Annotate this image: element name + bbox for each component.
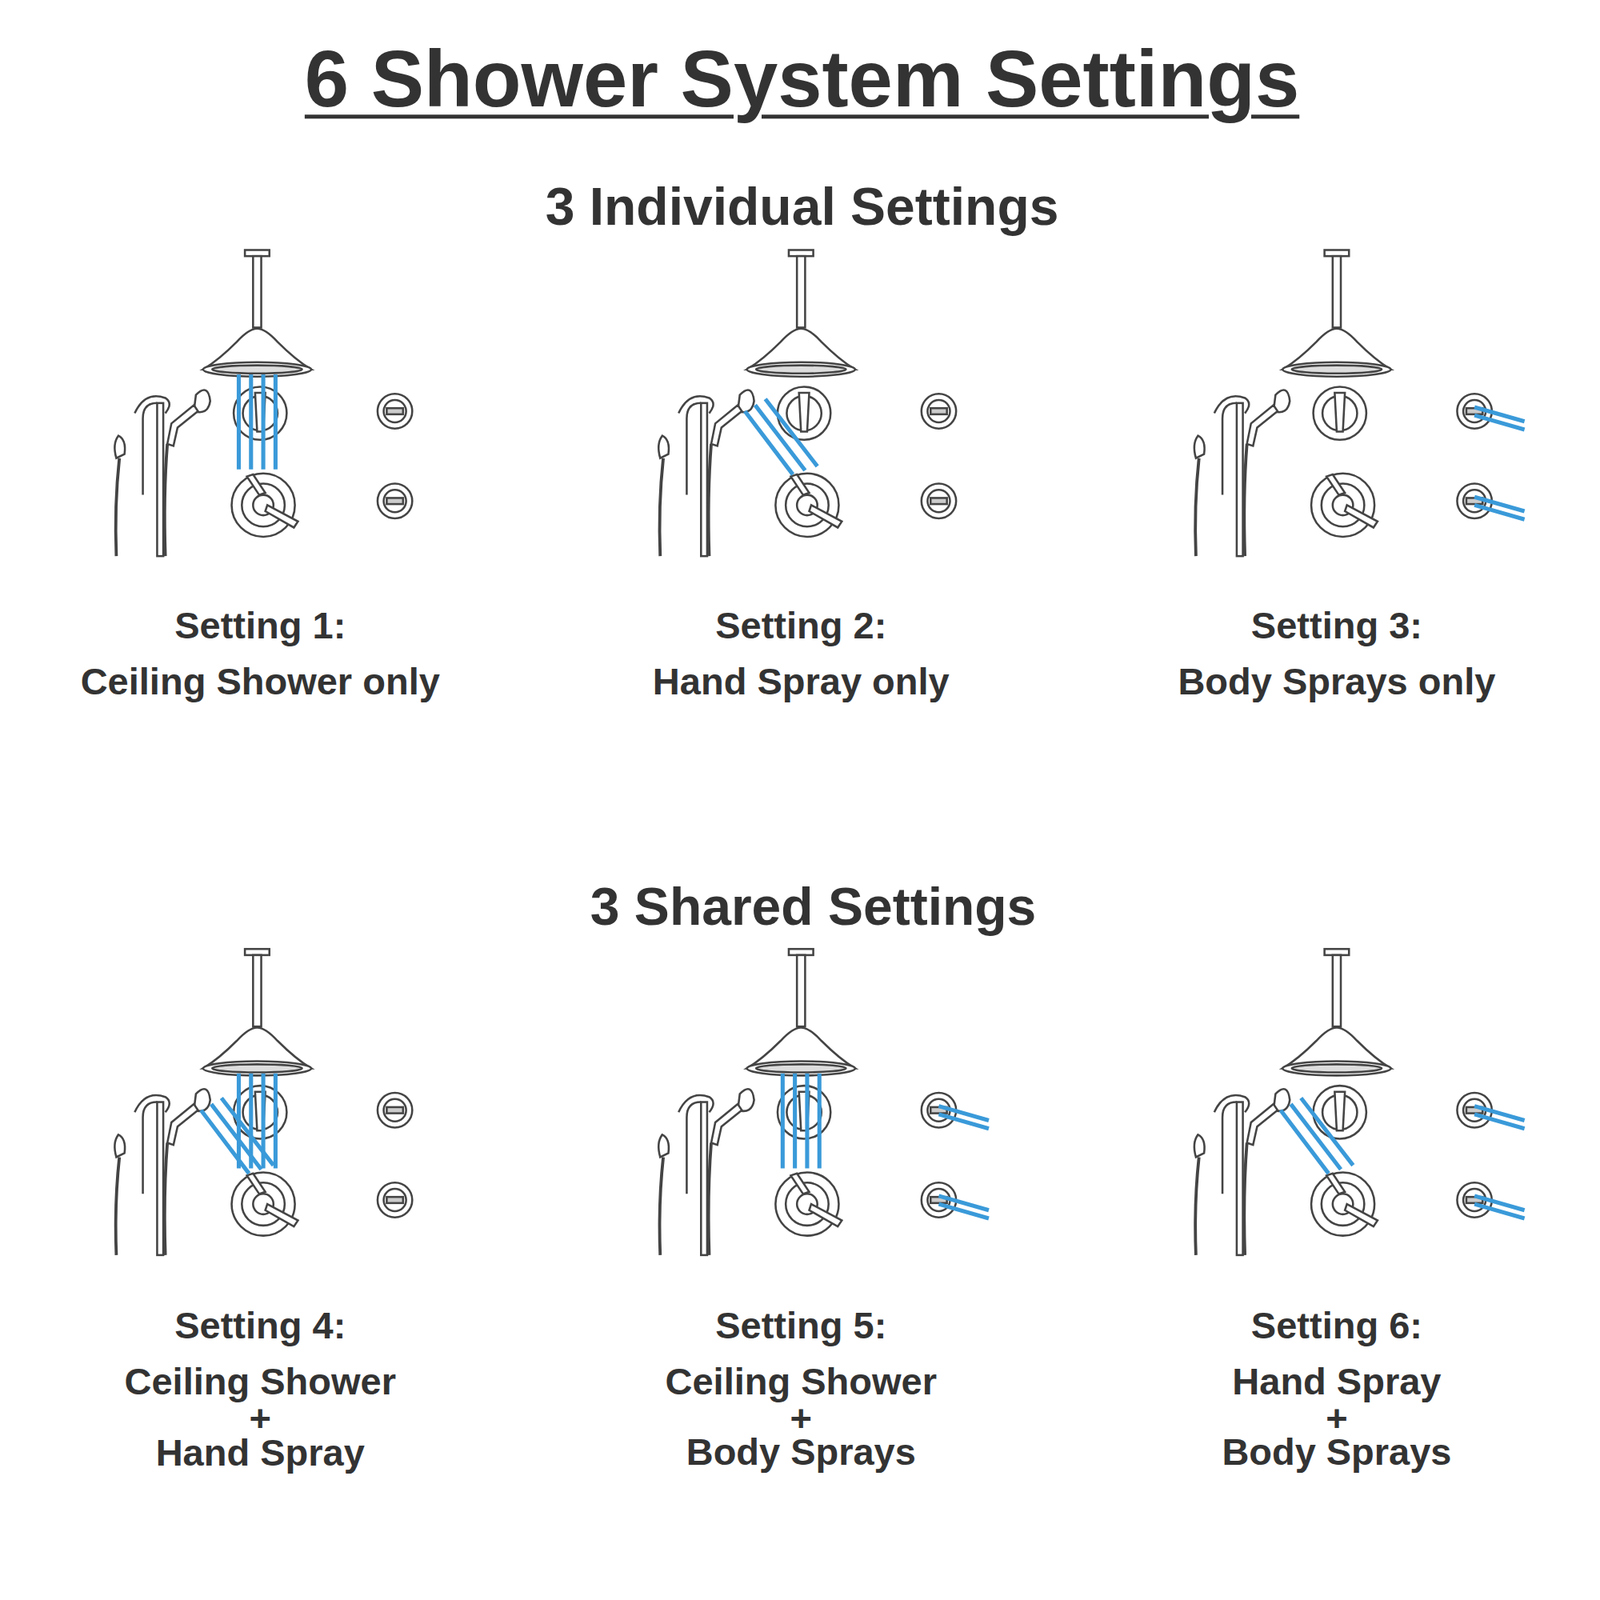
title: 6 Shower System Settings — [304, 36, 1300, 124]
setting-caption: Ceiling Shower only — [80, 660, 440, 703]
setting-caption: Hand Spray — [156, 1432, 365, 1474]
setting-caption: Body Sprays — [1221, 1432, 1452, 1475]
setting-number: Setting 6: — [1251, 1304, 1423, 1347]
setting-number: Setting 5: — [715, 1304, 887, 1347]
setting-caption: Ceiling Shower — [124, 1360, 397, 1403]
section-heading: 3 Individual Settings — [545, 176, 1060, 236]
setting-caption: Body Sprays — [686, 1432, 916, 1475]
setting-number: Setting 3: — [1251, 604, 1423, 647]
setting-caption: Ceiling Shower — [665, 1360, 938, 1403]
setting-number: Setting 2: — [715, 604, 887, 647]
section-heading: 3 Shared Settings — [590, 876, 1037, 936]
setting-caption: Hand Spray only — [652, 660, 950, 703]
setting-caption: Hand Spray — [1232, 1360, 1441, 1403]
setting-number: Setting 4: — [174, 1304, 346, 1347]
setting-caption: Body Sprays only — [1177, 660, 1496, 703]
setting-number: Setting 1: — [174, 604, 346, 647]
